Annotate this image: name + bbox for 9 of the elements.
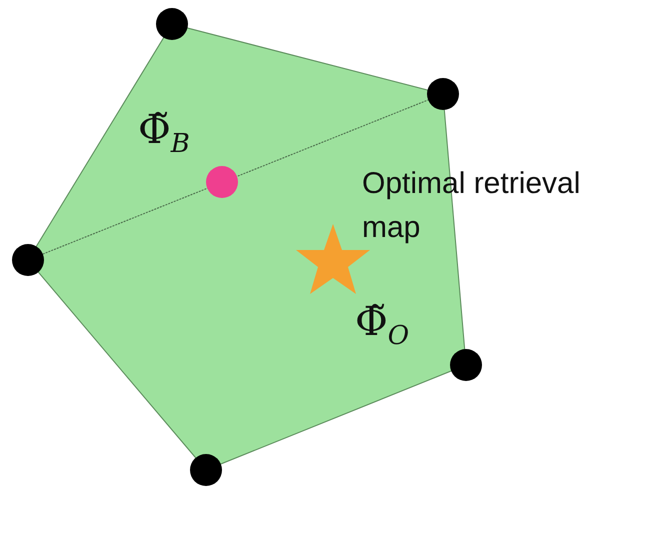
annotation-text: Optimal retrieval map [362,166,582,246]
math-label: Φ̃$_{B}$ [138,108,190,159]
vertex-dot [12,244,44,276]
vertex-dot [156,8,188,40]
vertex-dot [450,349,482,381]
vertex-dot [427,78,459,110]
diagonal-line [42,99,429,255]
vertex-dot [190,454,222,486]
math-label: Φ̃$_{O}$ [355,300,410,351]
